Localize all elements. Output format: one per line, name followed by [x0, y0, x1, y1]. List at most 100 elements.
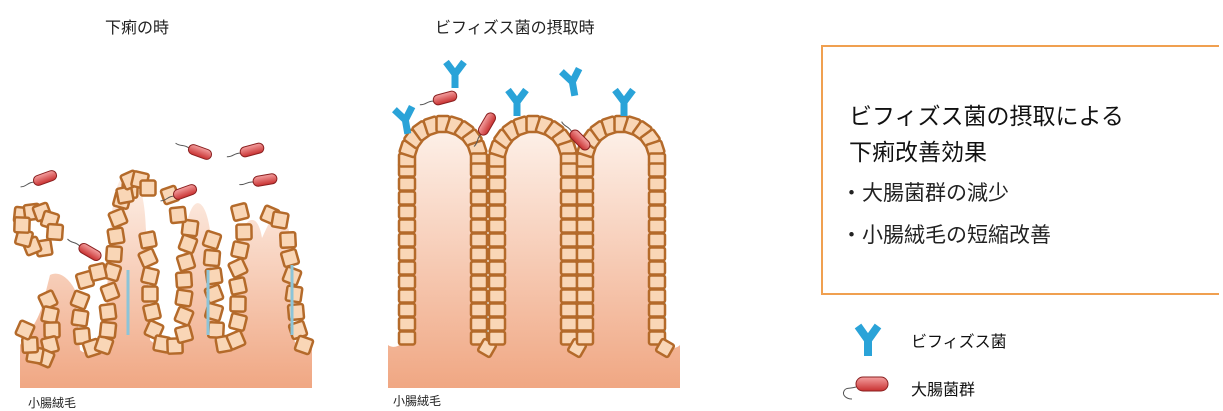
- epithelial-cell: [203, 231, 222, 250]
- epithelial-cell: [577, 178, 593, 191]
- epithelial-cell: [489, 332, 505, 345]
- epithelial-cell: [561, 318, 577, 331]
- epithelial-cell: [577, 276, 593, 289]
- epithelial-cell: [561, 192, 577, 205]
- epithelial-cell: [471, 206, 487, 219]
- epithelial-cell: [489, 262, 505, 275]
- healthy-villi-group: [388, 116, 680, 388]
- healthy-villi-label: 小腸絨毛: [393, 392, 441, 409]
- effect-box: ビフィズス菌の摂取による 下痢改善効果 ・大腸菌群の減少 ・小腸絨毛の短縮改善: [821, 45, 1219, 295]
- epithelial-cell: [281, 249, 300, 268]
- epithelial-cell: [229, 313, 247, 331]
- epithelial-cell: [107, 227, 124, 244]
- epithelial-cell: [649, 206, 665, 219]
- epithelial-cell: [204, 250, 220, 266]
- effect-box-title: ビフィズス菌の摂取による 下痢改善効果: [849, 99, 1124, 171]
- epithelial-cell: [649, 192, 665, 205]
- epithelial-cell: [577, 332, 593, 345]
- epithelial-cell: [399, 220, 415, 233]
- epithelial-cell: [561, 248, 577, 261]
- diarrhea-villi-group: [14, 170, 314, 388]
- epithelial-cell: [561, 290, 577, 303]
- epithelial-cell: [100, 322, 116, 338]
- epithelial-cell: [489, 318, 505, 331]
- epithelial-cell: [399, 178, 415, 191]
- epithelial-cell: [577, 192, 593, 205]
- epithelial-cell: [489, 192, 505, 205]
- epithelial-cell: [399, 206, 415, 219]
- epithelial-cell: [399, 290, 415, 303]
- epithelial-cell: [489, 290, 505, 303]
- epithelial-cell: [649, 164, 665, 177]
- epithelial-cell: [141, 267, 159, 285]
- coliform-bacterium: [419, 90, 458, 109]
- epithelial-cell: [561, 220, 577, 233]
- epithelial-cell: [399, 332, 415, 345]
- epithelial-cell: [489, 220, 505, 233]
- epithelial-cell: [471, 164, 487, 177]
- epithelial-cell: [143, 287, 158, 302]
- epithelial-cell: [175, 289, 192, 306]
- epithelial-cell: [177, 253, 196, 272]
- epithelial-cell: [577, 262, 593, 275]
- bifidobacteria-panel-title: ビフィズス菌の摂取時: [435, 14, 595, 38]
- healthy-tissue: [388, 130, 680, 388]
- effect-title-line1: ビフィズス菌の摂取による: [849, 99, 1124, 135]
- coliform-bacteria-icon: [843, 377, 888, 399]
- epithelial-cell: [294, 335, 313, 354]
- epithelial-cell: [100, 304, 117, 321]
- epithelial-cell: [649, 234, 665, 247]
- epithelial-cell: [44, 322, 59, 337]
- epithelial-cell: [271, 211, 288, 228]
- bifidobacterium: [446, 62, 464, 88]
- bifidobacterium: [508, 90, 526, 116]
- effect-title-line2: 下痢改善効果: [849, 135, 1124, 171]
- bifidobacterium: [615, 90, 633, 116]
- epithelial-cell: [72, 310, 89, 327]
- legend-coliform-label: 大腸菌群: [911, 376, 975, 400]
- epithelial-cell: [170, 207, 186, 223]
- epithelial-cell: [577, 304, 593, 317]
- coliform-bacterium: [239, 173, 278, 189]
- legend-bifidobacteria-label: ビフィズス菌: [911, 328, 1007, 352]
- epithelial-cell: [288, 304, 304, 320]
- epithelial-cell: [399, 318, 415, 331]
- epithelial-cell: [577, 318, 593, 331]
- epithelial-cell: [561, 262, 577, 275]
- epithelial-cell: [577, 234, 593, 247]
- bifidobacteria-icon: [858, 326, 878, 356]
- epithelial-cell: [471, 248, 487, 261]
- epithelial-cell: [577, 248, 593, 261]
- epithelial-cell: [286, 286, 303, 303]
- epithelial-cell: [577, 206, 593, 219]
- epithelial-cell: [471, 262, 487, 275]
- epithelial-cell: [47, 224, 63, 240]
- epithelial-cell: [577, 290, 593, 303]
- epithelial-cell: [489, 206, 505, 219]
- epithelial-cell: [143, 303, 161, 321]
- epithelial-cell: [561, 234, 577, 247]
- epithelial-cell: [139, 231, 157, 249]
- epithelial-cell: [649, 178, 665, 191]
- epithelial-cell: [471, 290, 487, 303]
- epithelial-cell: [175, 325, 193, 343]
- epithelial-cell: [236, 224, 251, 239]
- coliform-bacterium: [65, 235, 103, 263]
- epithelial-cell: [231, 241, 249, 259]
- epithelial-cell: [471, 178, 487, 191]
- epithelial-cell: [141, 181, 156, 196]
- coliform-bacterium: [174, 138, 213, 160]
- epithelial-cell: [561, 276, 577, 289]
- epithelial-cell: [649, 220, 665, 233]
- coliform-bacterium: [226, 142, 265, 161]
- epithelial-cell: [14, 217, 30, 233]
- epithelial-cell: [489, 248, 505, 261]
- epithelial-cell: [399, 234, 415, 247]
- epithelial-cell: [471, 234, 487, 247]
- epithelial-cell: [649, 290, 665, 303]
- epithelial-cell: [100, 282, 119, 301]
- coliform-bacterium: [19, 169, 58, 191]
- epithelial-cell: [208, 322, 224, 338]
- diarrhea-villi-label: 小腸絨毛: [28, 394, 76, 411]
- epithelial-cell: [489, 234, 505, 247]
